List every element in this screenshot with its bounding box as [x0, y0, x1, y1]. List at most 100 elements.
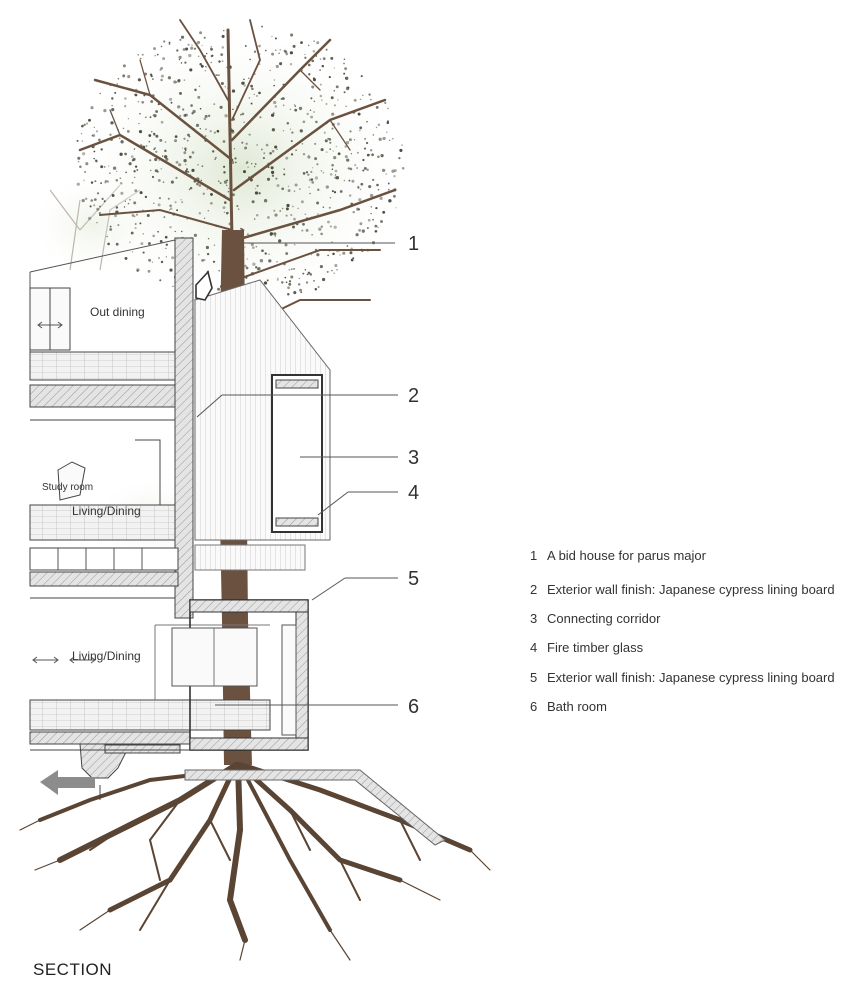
leaf-dot [116, 83, 119, 85]
leaf-dot [284, 50, 288, 54]
leaf-dot [244, 44, 247, 48]
leaf-dot [160, 260, 164, 264]
leaf-dot [274, 37, 277, 40]
leaf-dot [142, 233, 144, 235]
leaf-dot [358, 129, 361, 132]
leaf-dot [314, 157, 318, 161]
leaf-dot [255, 266, 258, 269]
leaf-dot [222, 206, 226, 210]
leaf-dot [375, 206, 378, 210]
leaf-dot [327, 254, 329, 257]
leaf-dot [362, 169, 365, 172]
legend-item-text: A bid house for parus major [547, 548, 706, 563]
leaf-dot [254, 187, 257, 190]
leaf-dot [333, 272, 335, 274]
leaf-dot [401, 144, 403, 146]
leaf-dot [171, 256, 175, 260]
leaf-dot [191, 112, 194, 115]
leaf-dot [79, 165, 82, 169]
leaf-dot [103, 166, 106, 168]
leaf-dot [131, 181, 134, 184]
leaf-dot [376, 183, 379, 187]
leaf-dot [302, 222, 305, 226]
leaf-dot [337, 122, 340, 126]
leaf-dot [375, 126, 378, 129]
sliding-door-icons [32, 321, 96, 664]
leaf-dot [356, 151, 359, 154]
leaf-dot [293, 291, 297, 295]
leaf-dot [207, 114, 211, 118]
leaf-dot [93, 150, 96, 153]
leaf-dot [255, 245, 258, 248]
leaf-dot [258, 192, 261, 195]
leaf-dot [378, 137, 382, 141]
leaf-dot [359, 98, 362, 101]
leaf-dot [158, 257, 160, 259]
leaf-dot [141, 100, 145, 104]
leaf-dot [354, 164, 357, 167]
leaf-dot [243, 78, 245, 81]
leaf-dot [210, 201, 213, 205]
leaf-dot [176, 49, 179, 52]
leaf-dot [321, 99, 323, 101]
leaf-dot [111, 104, 113, 107]
leaf-dot [322, 57, 326, 61]
leaf-dot [111, 108, 115, 112]
leaf-dot [213, 131, 217, 134]
leaf-dot [212, 260, 216, 263]
leaf-dot [87, 216, 92, 221]
leaf-dot [392, 194, 396, 198]
leaf-dot [311, 167, 314, 169]
room-label-out-dining: Out dining [90, 305, 145, 319]
leaf-dot [122, 64, 126, 68]
leaf-dot [207, 237, 210, 240]
leaf-dot [169, 97, 173, 101]
leaf-dot [236, 204, 239, 208]
leaf-dot [158, 196, 162, 200]
leaf-dot [120, 191, 124, 195]
leaf-dot [292, 44, 296, 48]
leaf-dot [275, 64, 279, 69]
leaf-dot [322, 206, 325, 208]
leaf-dot [293, 217, 296, 221]
leaf-dot [214, 156, 217, 159]
leaf-dot [325, 185, 329, 189]
leaf-dot [91, 134, 94, 137]
leaf-dot [374, 230, 378, 233]
leaf-dot [210, 47, 213, 51]
leaf-dot [243, 121, 245, 123]
leaf-dot [344, 155, 348, 159]
leaf-dot [197, 163, 199, 166]
leaf-dot [153, 114, 157, 118]
leaf-dot [86, 122, 89, 125]
leaf-dot [198, 184, 202, 187]
leaf-dot [173, 80, 177, 84]
leaf-dot [308, 63, 311, 67]
leaf-dot [307, 155, 311, 159]
leaf-dot [285, 281, 288, 284]
leaf-dot [293, 104, 296, 106]
leaf-dot [312, 49, 316, 53]
leaf-dot [261, 25, 264, 28]
leaf-dot [124, 105, 127, 108]
leaf-dot [205, 245, 209, 250]
leaf-dot [335, 145, 338, 148]
leaf-dot [196, 40, 201, 45]
leaf-dot [339, 190, 343, 193]
leaf-dot [283, 168, 285, 170]
leaf-dot [290, 33, 294, 37]
leaf-dot [165, 157, 169, 161]
leaf-dot [199, 128, 201, 130]
leaf-dot [169, 226, 172, 229]
leaf-dot [89, 205, 92, 208]
leaf-dot [99, 92, 101, 95]
leaf-dot [377, 188, 380, 191]
leaf-dot [342, 251, 346, 255]
leaf-dot [304, 56, 307, 59]
leaf-dot [279, 210, 282, 212]
legend-item-number: 3 [530, 611, 538, 626]
leaf-dot [282, 129, 285, 132]
